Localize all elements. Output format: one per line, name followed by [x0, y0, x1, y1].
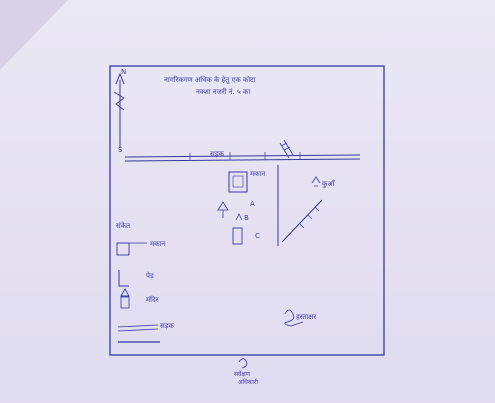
legend-item-1: मकान	[150, 240, 166, 248]
diagonal-plot-line	[281, 199, 323, 243]
well-symbol	[232, 227, 243, 245]
road-ticks	[189, 152, 301, 161]
north-marker: N	[121, 68, 127, 76]
road-label: सड़क	[210, 150, 224, 158]
signature-text: हस्ताक्षर	[296, 313, 317, 321]
point-label-a: A	[250, 200, 255, 208]
house-label: मकान	[250, 170, 266, 178]
signature-scribble	[284, 309, 304, 327]
ladder-line	[279, 139, 294, 159]
legend-tree-symbol	[118, 270, 129, 287]
legend-road-symbol	[117, 324, 159, 332]
legend-item-3: मंदिर	[146, 296, 159, 304]
compass-mark	[113, 91, 125, 111]
house-box	[228, 171, 248, 193]
south-marker: S	[118, 146, 123, 154]
well-label: कुआँ	[322, 180, 335, 188]
road-line-top	[124, 154, 361, 158]
road-line-bottom	[124, 158, 361, 162]
point-label-c: C	[255, 232, 260, 240]
stamp-line-1: सर्वेक्षण	[234, 371, 251, 378]
stamp-scribble	[238, 358, 248, 369]
legend-temple-symbol	[120, 288, 130, 297]
legend-heading: संकेत	[116, 222, 131, 230]
legend-house-symbol	[116, 242, 130, 256]
legend-item-4: सड़क	[160, 322, 174, 330]
stamp-line-2: अधिकारी	[238, 379, 258, 386]
temple-symbol	[311, 176, 321, 187]
tree-symbol	[217, 201, 229, 218]
diagonal-hatch	[299, 206, 320, 229]
legend-item-2: पेड़	[146, 272, 154, 280]
map-border	[109, 65, 385, 356]
point-label-b: B	[244, 214, 249, 222]
north-arrow	[115, 72, 125, 148]
map-title-line-2: नक्शा नजरी नं. ५ का	[196, 88, 251, 96]
map-title-line-1: नागरिकगण अधिक के हेतु एक कोटा	[164, 76, 256, 84]
